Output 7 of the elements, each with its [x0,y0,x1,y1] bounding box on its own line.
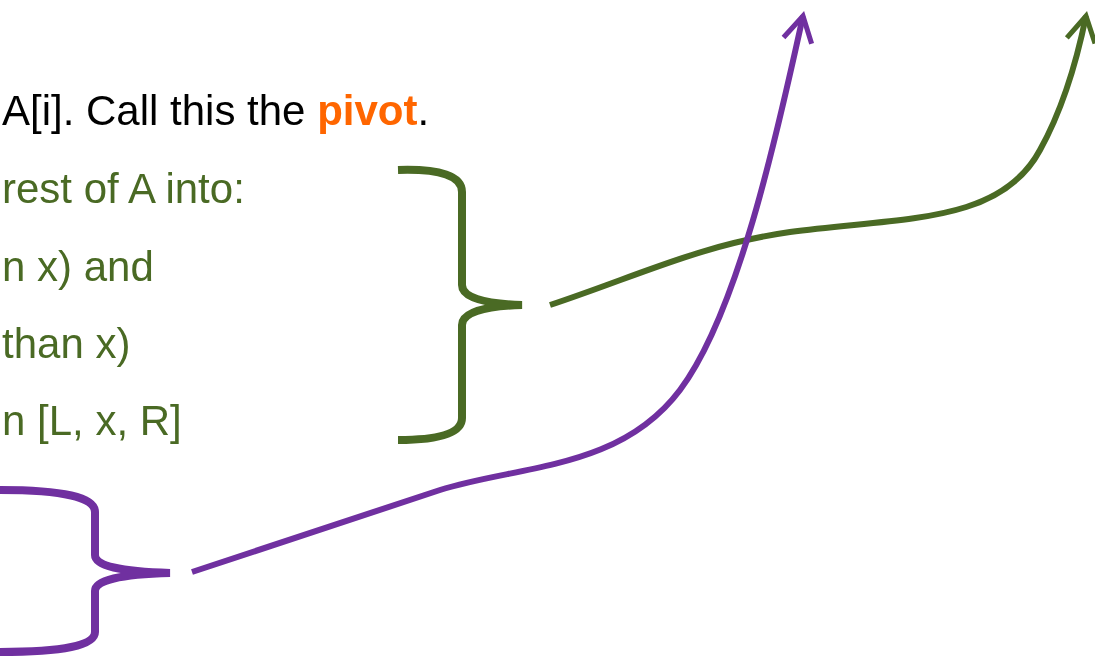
text-line: n x) and [2,242,154,292]
text-line: A[i]. Call this the pivot. [2,86,430,136]
arrow [191,13,815,575]
text-line: rest of A into: [2,164,245,214]
arrow [549,13,1095,308]
text-line: than x) [2,319,131,369]
text-line: n [L, x, R] [2,396,182,446]
